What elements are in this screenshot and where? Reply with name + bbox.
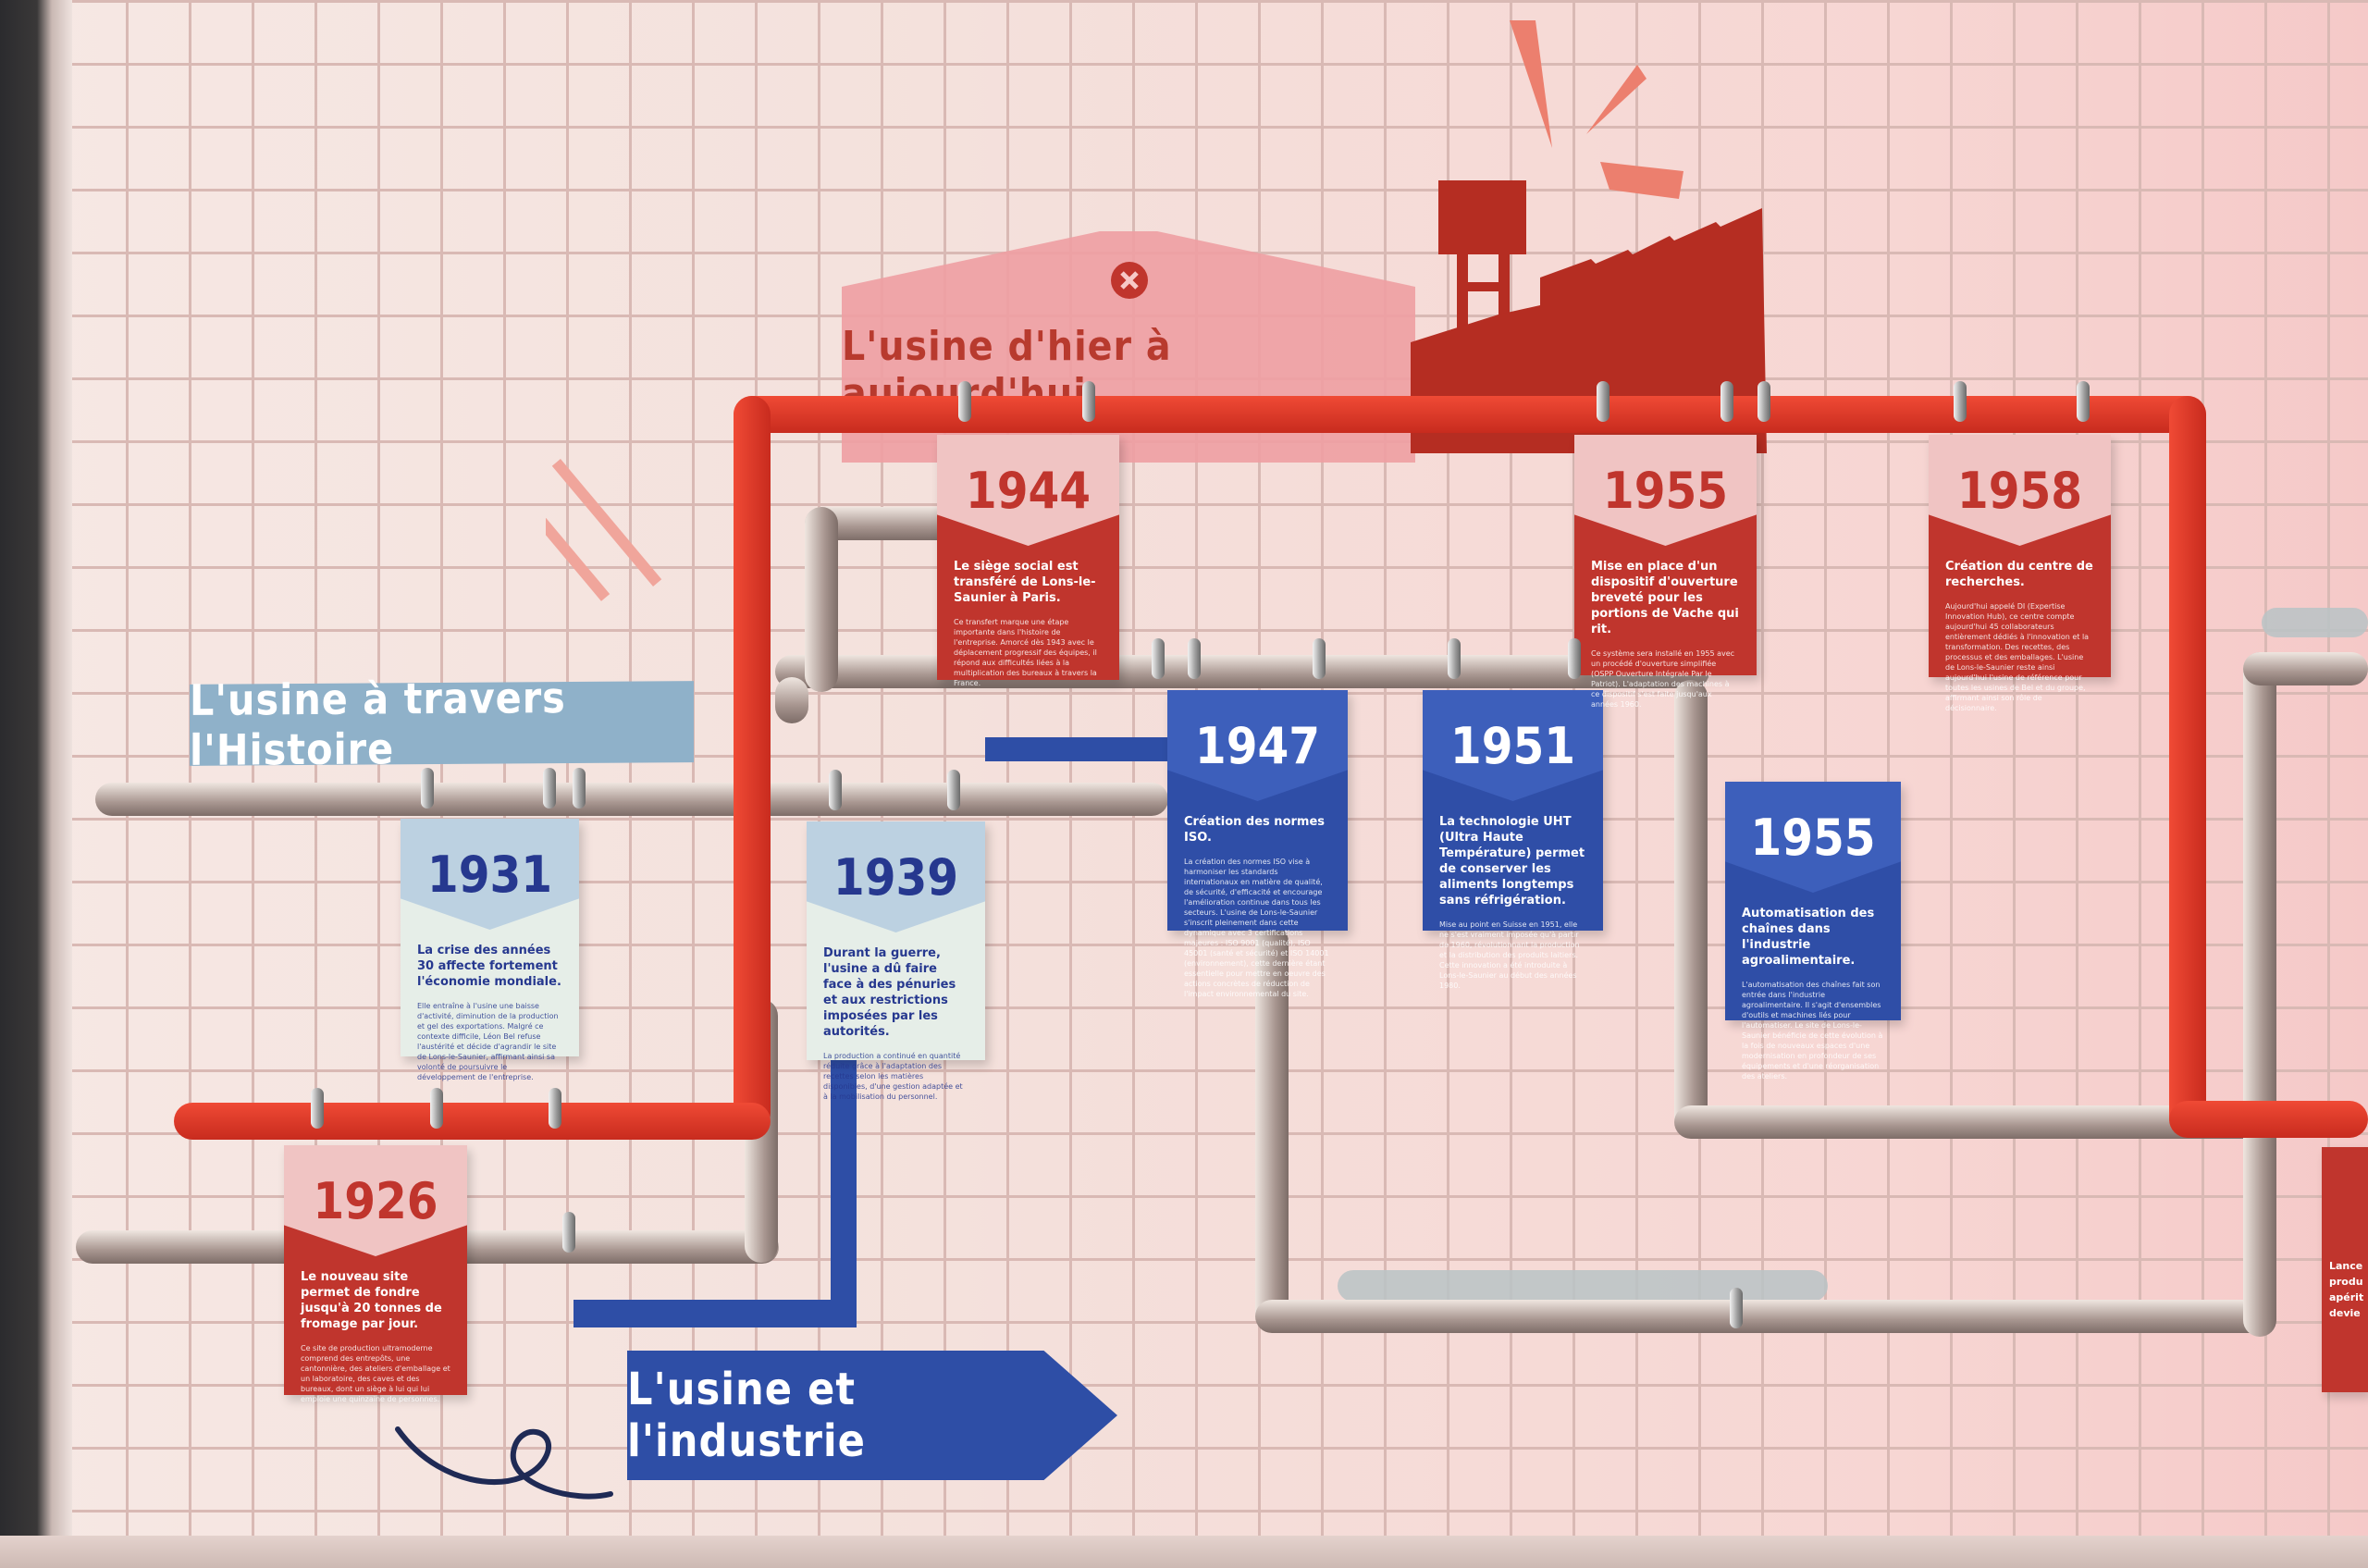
timeline-card-1926: 1926 Le nouveau site permet de fondre ju… bbox=[284, 1145, 467, 1403]
steel-pipe bbox=[805, 507, 838, 692]
factory-icon bbox=[1411, 180, 1767, 453]
steel-pipe bbox=[2243, 652, 2276, 1337]
pipe-clip bbox=[1568, 638, 1581, 679]
blue-strip bbox=[985, 737, 1170, 761]
card-body: Aujourd'hui appelé DI (Expertise Innovat… bbox=[1945, 602, 2090, 712]
card-body: La production a continué en quantité réd… bbox=[823, 1052, 963, 1101]
wall-frame-bottom bbox=[0, 1536, 2368, 1568]
card-body: Ce transfert marque une étape importante… bbox=[954, 618, 1097, 687]
card-body: Elle entraîne à l'usine une baisse d'act… bbox=[417, 1002, 559, 1081]
card-year: 1931 bbox=[401, 819, 579, 930]
burst-lines-icon bbox=[546, 459, 662, 601]
card-body: Ce site de production ultramoderne compr… bbox=[301, 1344, 450, 1403]
pipe-clip bbox=[1313, 638, 1326, 679]
red-pipe bbox=[174, 1103, 771, 1140]
water-tower-icon bbox=[1438, 180, 1526, 328]
pipe-clip bbox=[1954, 381, 1967, 422]
steel-pipe bbox=[95, 783, 1168, 816]
title-histoire: L'usine à travers l'Histoire bbox=[190, 673, 694, 775]
red-pipe bbox=[734, 396, 2206, 433]
pipe-clip bbox=[1597, 381, 1610, 422]
pipe-clip bbox=[562, 1212, 575, 1253]
card-headline: Le nouveau site permet de fondre jusqu'à… bbox=[301, 1270, 442, 1331]
pipe-clip bbox=[549, 1088, 561, 1129]
card-headline: Création des normes ISO. bbox=[1184, 815, 1326, 845]
red-pipe bbox=[2169, 396, 2206, 1136]
card-year: 1955 bbox=[1574, 435, 1757, 546]
blue-strip bbox=[831, 1055, 857, 1323]
burst-lines-icon bbox=[1510, 20, 1684, 199]
pipe-clip bbox=[573, 768, 586, 809]
blue-strip bbox=[574, 1300, 857, 1327]
timeline-card-1944: 1944 Le siège social est transféré de Lo… bbox=[937, 435, 1119, 687]
timeline-card-1955-automatisation: 1955 Automatisation des chaînes dans l'i… bbox=[1725, 782, 1901, 1080]
pipe-clip bbox=[421, 768, 434, 809]
steel-pipe bbox=[1255, 925, 1289, 1332]
pipe-clip bbox=[1188, 638, 1201, 679]
red-pipe bbox=[734, 396, 771, 1131]
title-industrie: L'usine et l'industrie bbox=[627, 1351, 1117, 1480]
steel-pipe bbox=[775, 677, 808, 723]
card-year: 1955 bbox=[1725, 782, 1901, 893]
wall-frame-left bbox=[0, 0, 72, 1568]
steel-pipe bbox=[2243, 652, 2368, 685]
pipe-clip bbox=[2077, 381, 2090, 422]
cross-badge-icon bbox=[1111, 262, 1148, 299]
pipe-clip bbox=[543, 768, 556, 809]
pipe-clip bbox=[1758, 381, 1770, 422]
squiggle-icon bbox=[395, 1426, 613, 1500]
card-headline: La crise des années 30 affecte fortement… bbox=[417, 944, 561, 989]
pipe-clip bbox=[1448, 638, 1461, 679]
card-body: Mise au point en Suisse en 1951, elle ne… bbox=[1439, 920, 1580, 990]
gray-strip bbox=[2262, 608, 2368, 637]
pipe-clip bbox=[430, 1088, 443, 1129]
card-headline: Création du centre de recherches. bbox=[1945, 560, 2093, 589]
card-year: 1926 bbox=[284, 1145, 467, 1256]
pipe-clip bbox=[829, 770, 842, 810]
pipe-clip bbox=[311, 1088, 324, 1129]
pipe-clip bbox=[1720, 381, 1733, 422]
steel-pipe bbox=[1674, 680, 1708, 1133]
card-headline: Lance produ apérit devie bbox=[2329, 1260, 2364, 1319]
card-body: La création des normes ISO vise à harmon… bbox=[1184, 858, 1329, 998]
card-headline: Le siège social est transféré de Lons-le… bbox=[954, 560, 1096, 605]
card-body: L'automatisation des chaînes fait son en… bbox=[1742, 981, 1883, 1080]
timeline-card-edge: Lance produ apérit devie bbox=[2322, 1147, 2368, 1392]
card-year: 1958 bbox=[1929, 435, 2111, 546]
pipe-clip bbox=[947, 770, 960, 810]
timeline-card-1958: 1958 Création du centre de recherches. A… bbox=[1929, 435, 2111, 712]
card-headline: La technologie UHT (Ultra Haute Températ… bbox=[1439, 815, 1585, 907]
pipe-clip bbox=[1152, 638, 1165, 679]
steel-pipe bbox=[1255, 1300, 2273, 1333]
pipe-clip bbox=[1730, 1288, 1743, 1328]
timeline-card-1947: 1947 Création des normes ISO. La créatio… bbox=[1167, 690, 1348, 998]
timeline-card-1939: 1939 Durant la guerre, l'usine a dû fair… bbox=[807, 821, 985, 1101]
gray-strip bbox=[1338, 1270, 1828, 1302]
red-pipe bbox=[2169, 1101, 2368, 1138]
card-year: 1944 bbox=[937, 435, 1119, 546]
card-headline: Automatisation des chaînes dans l'indust… bbox=[1742, 907, 1875, 968]
timeline-card-1951: 1951 La technologie UHT (Ultra Haute Tem… bbox=[1423, 690, 1603, 990]
timeline-card-1955-brevet: 1955 Mise en place d'un dispositif d'ouv… bbox=[1574, 435, 1757, 709]
card-headline: Mise en place d'un dispositif d'ouvertur… bbox=[1591, 560, 1739, 636]
card-year: 1947 bbox=[1167, 690, 1348, 801]
card-year: 1939 bbox=[807, 821, 985, 932]
timeline-card-1931: 1931 La crise des années 30 affecte fort… bbox=[401, 819, 579, 1081]
card-body: Ce système sera installé en 1955 avec un… bbox=[1591, 649, 1735, 709]
pipe-clip bbox=[1082, 381, 1095, 422]
steel-pipe bbox=[775, 655, 1709, 688]
pipe-clip bbox=[958, 381, 971, 422]
card-headline: Durant la guerre, l'usine a dû faire fac… bbox=[823, 946, 956, 1039]
